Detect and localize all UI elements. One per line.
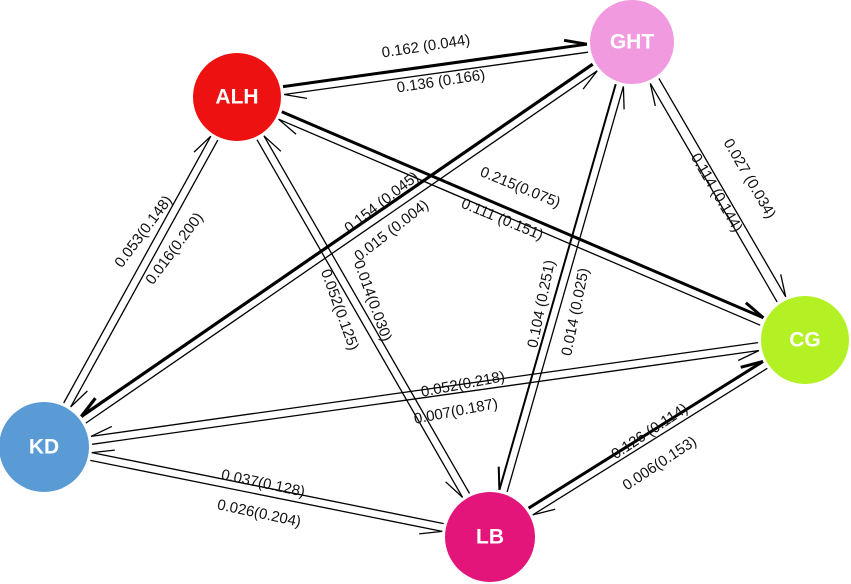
edge-ght-cg-line <box>658 78 787 298</box>
edge-alh-lb-line <box>256 139 464 498</box>
edge-cg-lb-line <box>532 367 768 516</box>
node-kd: KD <box>0 402 89 492</box>
edge-ght-lb-arrowhead <box>497 466 501 490</box>
edge-lb-cg <box>527 360 764 510</box>
edge-lb-ght-label: 0.014 (0.025) <box>558 266 592 357</box>
edge-kd-ght-line <box>85 70 598 424</box>
node-kd-circle <box>0 402 89 492</box>
node-alh-circle <box>193 53 281 141</box>
edge-alh-lb-arrowhead <box>445 481 464 498</box>
edge-alh-kd <box>70 139 219 408</box>
edge-alh-cg-label: 0.215(0.075) <box>478 164 563 212</box>
edge-alh-lb <box>256 139 464 498</box>
edge-kd-ght-arrowhead <box>582 70 598 90</box>
node-ght-circle <box>590 0 674 84</box>
edge-alh-ght-label: 0.162 (0.044) <box>381 31 472 61</box>
edge-ght-kd-line <box>80 62 594 418</box>
edge-ght-lb <box>497 83 617 491</box>
edge-cg-alh <box>278 118 761 326</box>
edge-kd-cg-arrowhead <box>737 349 760 362</box>
edge-kd-alh-arrowhead <box>193 135 212 153</box>
edge-alh-kd-line <box>70 139 219 408</box>
edge-lb-ght-arrowhead <box>622 86 625 110</box>
edge-lb-kd-line <box>91 451 444 525</box>
node-lb-label: LB <box>476 526 504 549</box>
edge-lb-alh-arrowhead <box>263 135 282 152</box>
node-ght-label: GHT <box>610 31 655 54</box>
node-kd-label: KD <box>29 436 59 459</box>
node-cg-circle <box>761 296 849 384</box>
edge-cg-lb-arrowhead <box>532 508 556 516</box>
edge-lb-cg-line <box>527 360 764 510</box>
edge-alh-ght-arrowhead <box>563 38 588 46</box>
edge-ght-alh <box>283 51 589 100</box>
edge-cg-alh-line <box>278 118 761 326</box>
edge-ght-lb-line <box>498 83 617 491</box>
edge-kd-cg <box>92 349 760 445</box>
edge-lb-ght-line <box>506 86 625 493</box>
node-alh: ALH <box>193 53 281 141</box>
edge-lb-cg-arrowhead <box>740 360 764 369</box>
edge-cg-lb <box>532 367 768 516</box>
edge-lb-ght <box>506 86 625 493</box>
edge-alh-cg-line <box>281 110 764 320</box>
edge-ght-kd-arrowhead <box>80 397 97 418</box>
edge-ght-alh-arrowhead <box>283 93 308 100</box>
edge-kd-cg-line <box>92 349 760 445</box>
edges-layer <box>63 38 787 535</box>
edge-cg-kd <box>90 341 758 438</box>
edge-ght-kd <box>80 62 594 418</box>
edge-alh-cg <box>281 110 765 320</box>
edge-kd-alh-line <box>63 135 212 404</box>
edge-ght-cg <box>658 78 787 298</box>
edge-cg-ght <box>649 83 778 303</box>
node-cg: CG <box>761 296 849 384</box>
node-alh-label: ALH <box>215 86 258 109</box>
edge-alh-ght <box>282 38 588 89</box>
edge-kd-alh <box>63 135 212 404</box>
edge-lb-alh-line <box>263 135 471 494</box>
edge-lb-kd-arrowhead <box>91 449 115 454</box>
edge-cg-ght-arrowhead <box>649 83 656 107</box>
edge-alh-ght-line <box>282 42 588 89</box>
edge-alh-kd-arrowhead <box>70 390 88 408</box>
edge-cg-kd-line <box>90 341 758 438</box>
edge-alh-cg-arrowhead <box>744 301 765 319</box>
edge-cg-ght-line <box>649 83 778 303</box>
node-lb-circle <box>445 492 535 582</box>
node-cg-label: CG <box>789 329 821 352</box>
edge-ght-cg-arrowhead <box>780 274 787 297</box>
edge-kd-lb <box>90 459 443 535</box>
edge-kd-lb-label: 0.026(0.204) <box>216 496 303 530</box>
edge-kd-lb-line <box>90 459 443 533</box>
node-lb: LB <box>445 492 535 582</box>
edge-ght-alh-label: 0.136 (0.166) <box>396 66 487 96</box>
edge-lb-kd <box>91 449 444 525</box>
edge-cg-kd-arrowhead <box>90 425 113 437</box>
node-ght: GHT <box>590 0 674 84</box>
edge-kd-lb-arrowhead <box>419 530 443 535</box>
edge-ght-alh-line <box>284 51 589 96</box>
edge-lb-alh <box>263 135 471 494</box>
edge-cg-alh-arrowhead <box>278 118 297 135</box>
edge-kd-ght <box>85 70 598 424</box>
